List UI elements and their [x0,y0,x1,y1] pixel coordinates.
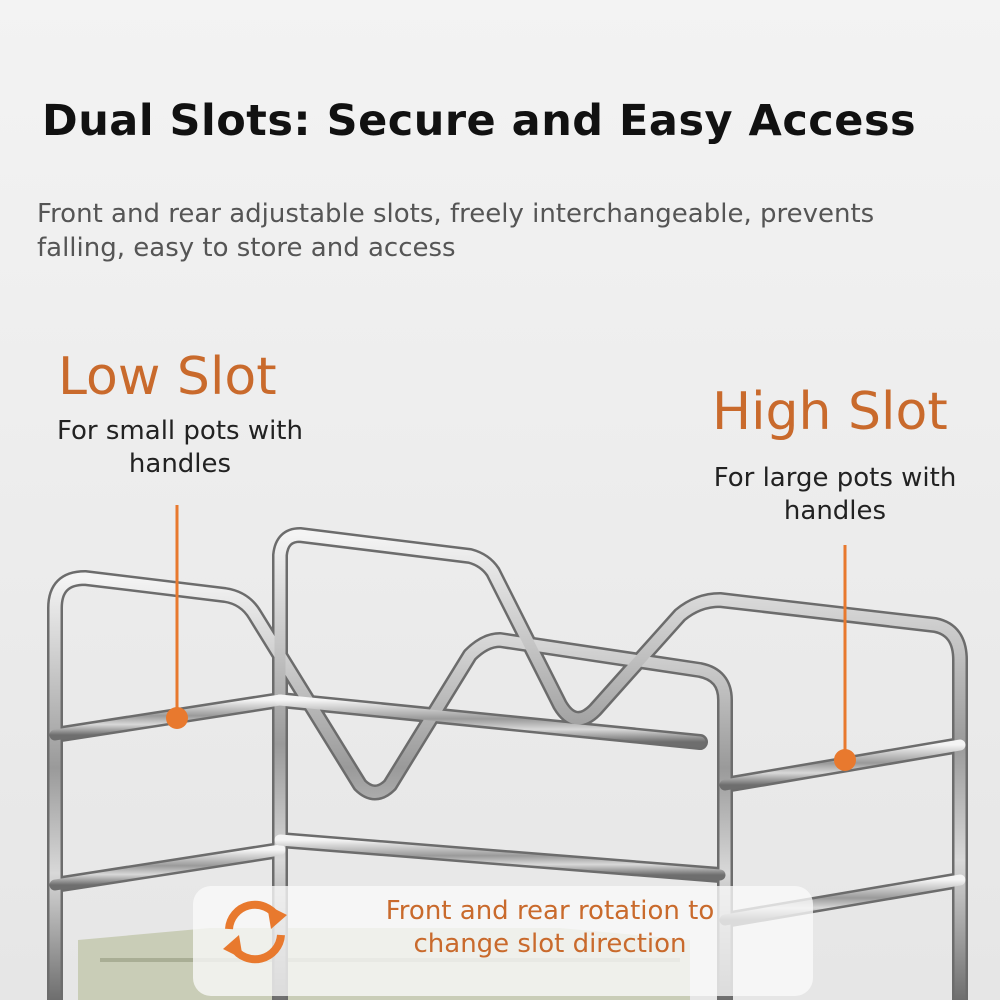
low-slot-title: Low Slot [58,347,277,407]
high-slot-description: For large pots with handles [713,463,957,526]
rotate-arrows-icon [223,900,287,964]
rotation-note-text: Front and rear rotation to change slot d… [385,896,715,959]
page-subtitle: Front and rear adjustable slots, freely … [37,199,875,263]
rotation-callout [193,886,813,996]
low-slot-description: For small pots with handles [57,416,303,479]
high-slot-title: High Slot [712,382,948,442]
high-slot-marker [834,749,856,771]
page-title: Dual Slots: Secure and Easy Access [42,96,917,146]
low-slot-marker [166,707,188,729]
